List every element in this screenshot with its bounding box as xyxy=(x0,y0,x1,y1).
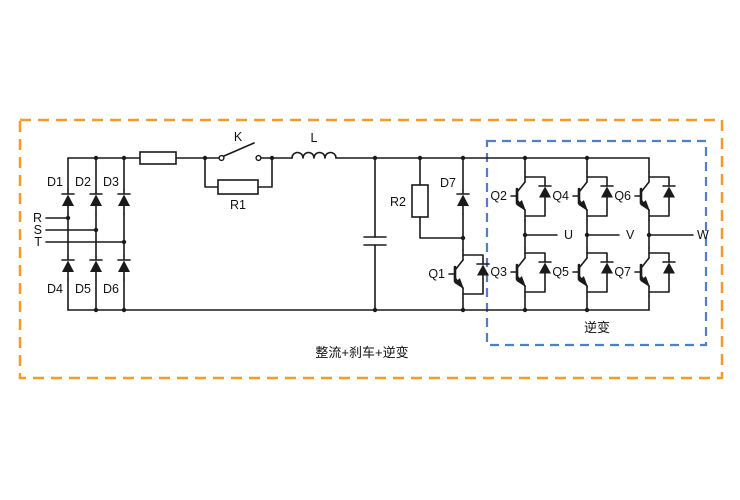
label-phase-r: R xyxy=(33,211,42,225)
resistor-r1-branch xyxy=(204,157,273,195)
overall-region-box xyxy=(18,118,724,380)
diode-d3 xyxy=(117,189,131,215)
diode-d2 xyxy=(89,189,103,215)
label-q5: Q5 xyxy=(552,265,569,279)
igbt-q3 xyxy=(511,248,551,296)
label-q7: Q7 xyxy=(614,265,631,279)
igbt-q5 xyxy=(573,248,613,296)
label-inductor-l: L xyxy=(311,131,318,145)
inverter-region-box xyxy=(485,139,708,347)
fuse xyxy=(139,151,177,165)
label-phase-s: S xyxy=(34,223,42,237)
igbt-q2 xyxy=(511,172,551,220)
label-d1: D1 xyxy=(47,175,63,189)
label-q3: Q3 xyxy=(490,265,507,279)
diode-d6 xyxy=(117,255,131,281)
label-q2: Q2 xyxy=(490,189,507,203)
diode-d5 xyxy=(89,255,103,281)
label-d4: D4 xyxy=(47,282,63,296)
label-d2: D2 xyxy=(75,175,91,189)
igbt-q6 xyxy=(635,172,675,220)
label-output-w: W xyxy=(697,228,709,242)
label-r1: R1 xyxy=(230,198,246,212)
label-output-u: U xyxy=(564,228,573,242)
junction-dots xyxy=(65,155,652,313)
brake-igbt-q1 xyxy=(449,237,489,311)
label-d6: D6 xyxy=(103,282,119,296)
igbt-q4 xyxy=(573,172,613,220)
caption-inverter: 逆变 xyxy=(584,320,610,335)
label-phase-t: T xyxy=(34,235,42,249)
caption-overall: 整流+刹车+逆变 xyxy=(315,345,408,360)
label-switch-k: K xyxy=(234,130,243,144)
inverter-leg-v xyxy=(573,157,620,311)
label-d3: D3 xyxy=(103,175,119,189)
label-q6: Q6 xyxy=(614,189,631,203)
diode-d4 xyxy=(61,255,75,281)
inverter-leg-w xyxy=(635,157,694,311)
label-d5: D5 xyxy=(75,282,91,296)
label-q1: Q1 xyxy=(428,267,445,281)
inductor-l xyxy=(291,151,337,159)
diode-d1 xyxy=(61,189,75,215)
igbt-q7 xyxy=(635,248,675,296)
inverter-leg-u xyxy=(511,157,558,311)
label-d7: D7 xyxy=(440,176,456,190)
switch-k xyxy=(218,142,262,162)
label-r2: R2 xyxy=(390,195,406,209)
rectifier-bridge xyxy=(45,157,131,311)
brake-diode-d7 xyxy=(456,157,470,239)
dc-bus-wires xyxy=(67,157,650,311)
label-output-v: V xyxy=(626,228,635,242)
label-q4: Q4 xyxy=(552,189,569,203)
brake-resistor-r2 xyxy=(411,157,464,239)
dc-link-capacitor xyxy=(363,157,387,311)
